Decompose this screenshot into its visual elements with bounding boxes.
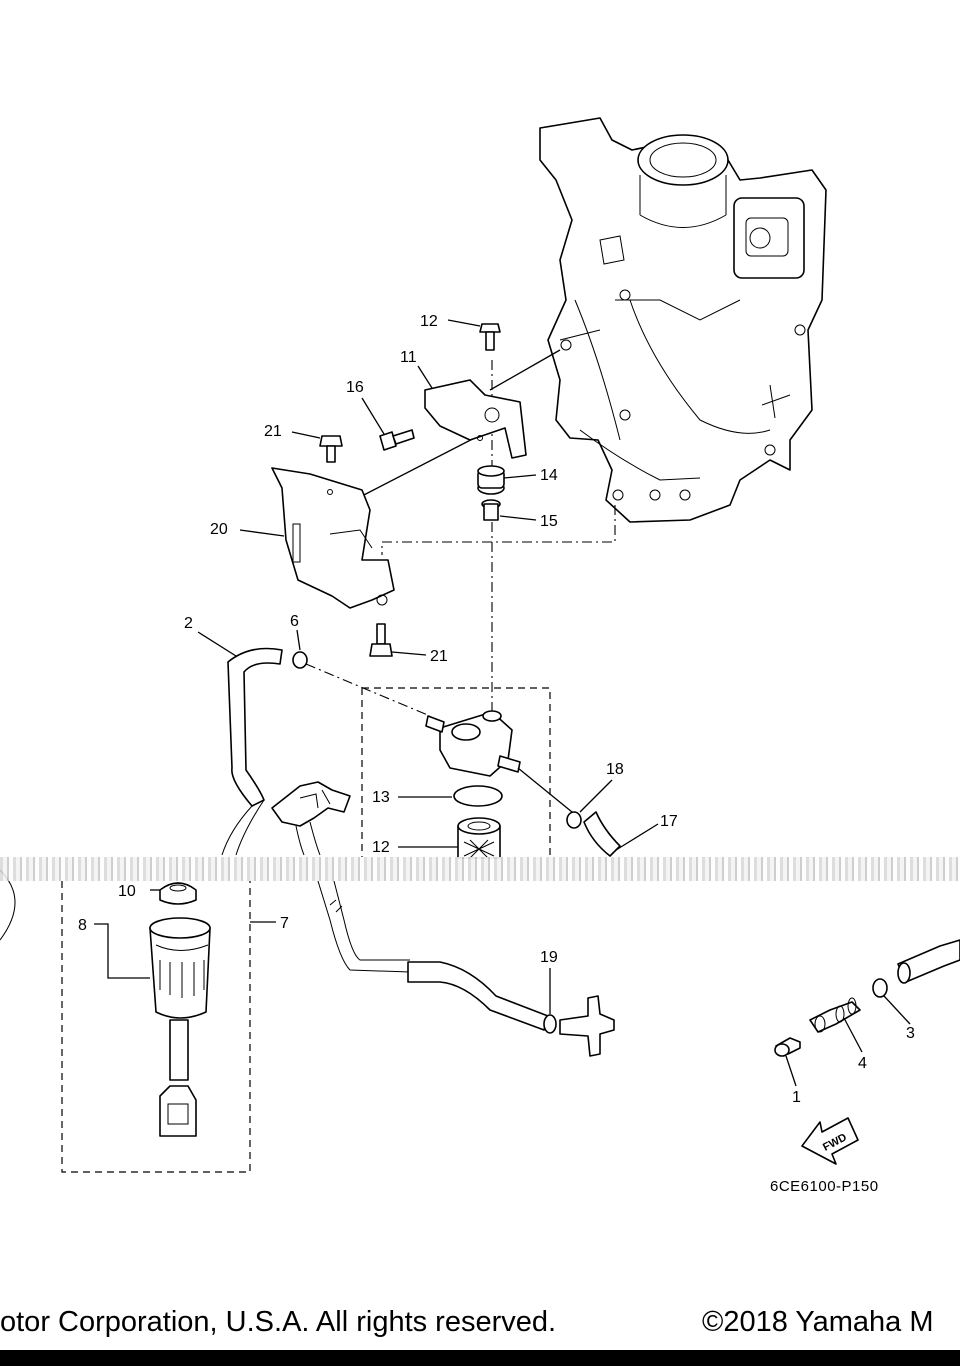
bolt-14: 12: [420, 313, 501, 351]
hose-right: [897, 939, 960, 984]
reference-code: 6CE6100-P150: [770, 1178, 879, 1195]
hose-2: 2: [184, 615, 283, 856]
callout-21b: 21: [430, 648, 448, 665]
callout-4: 4: [858, 1055, 867, 1072]
callout-16: 15: [540, 513, 558, 530]
grommet-15: 14: [477, 465, 558, 495]
hose-18: 17: [583, 811, 678, 857]
cover-20: 20: [210, 467, 395, 609]
clip-19-lower: 19: [540, 949, 558, 1034]
callout-19b: 19: [540, 949, 558, 966]
callout-21a: 21: [264, 423, 282, 440]
callout-6: 6: [290, 613, 299, 630]
hose-holder: [271, 781, 351, 856]
clip-19-upper: 18: [566, 761, 624, 829]
callout-7: 7: [280, 915, 289, 932]
plug-1: 1: [774, 1037, 801, 1106]
callout-15: 14: [540, 467, 558, 484]
callout-1: 1: [792, 1089, 801, 1106]
callout-8: 8: [78, 917, 87, 934]
engine-block: [539, 117, 827, 523]
joint-4: 4: [809, 997, 867, 1072]
bolt-21-lower: 21: [369, 623, 448, 665]
callout-18: 17: [660, 813, 678, 830]
callout-17: 16: [346, 379, 364, 396]
o-ring-11: 13: [372, 785, 503, 807]
bolt-17: 16: [346, 379, 415, 451]
filter-cup-8: 8: [78, 917, 211, 1137]
pump-assembly-box: [61, 881, 251, 1173]
filter-assembly-box: [361, 687, 551, 857]
t-joint: [559, 995, 615, 1057]
clip-6: 6: [290, 613, 308, 669]
element-12: 12: [372, 817, 501, 859]
callout-13: 11: [400, 349, 417, 366]
callout-19a: 18: [606, 761, 624, 778]
scan-artifact-band: [0, 857, 960, 881]
bottom-bar: [0, 1350, 960, 1366]
callout-3: 3: [906, 1025, 915, 1042]
bracket-13: 11: [400, 349, 527, 459]
clip-3: 3: [872, 978, 915, 1042]
callout-14: 12: [420, 313, 438, 330]
cap-10: 10: [118, 882, 197, 905]
callout-20: 20: [210, 521, 228, 538]
footer-copyright-left: otor Corporation, U.S.A. All rights rese…: [0, 1306, 557, 1338]
callout-12: 12: [372, 839, 390, 856]
lower-hose: [317, 880, 549, 1031]
filter-head: [425, 710, 521, 777]
bolt-21-upper: 21: [264, 423, 343, 463]
callout-10: 10: [118, 883, 136, 900]
footer-copyright-right: ©2018 Yamaha M: [702, 1306, 934, 1338]
fwd-arrow: FWD: [801, 1117, 859, 1165]
collar-16: 15: [481, 499, 558, 530]
callout-2: 2: [184, 615, 193, 632]
callout-11: 13: [372, 789, 390, 806]
